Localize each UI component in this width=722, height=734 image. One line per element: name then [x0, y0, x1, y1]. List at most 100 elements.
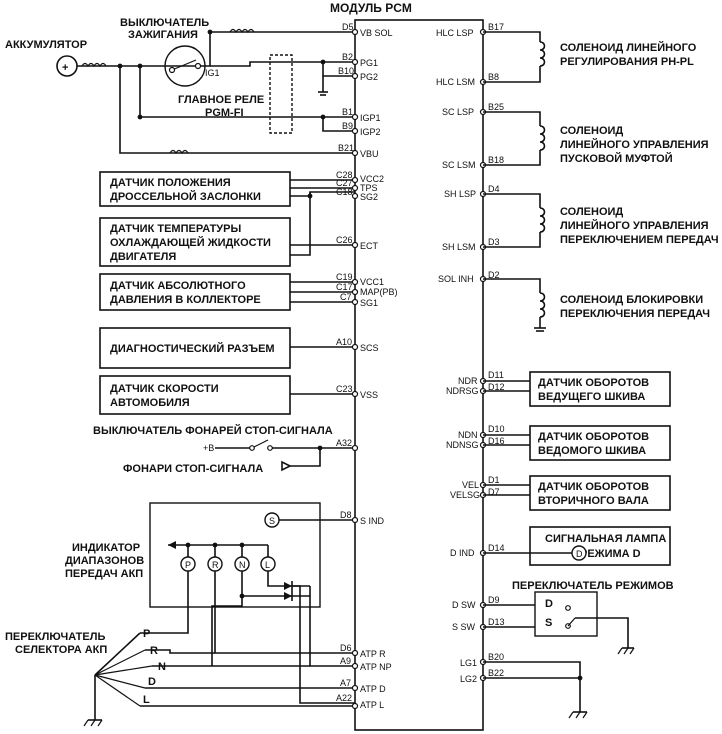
svg-text:D1: D1	[488, 475, 500, 485]
rs4-line1: СИГНАЛЬНАЯ ЛАМПА	[545, 533, 666, 545]
svg-text:SC LSP: SC LSP	[442, 107, 474, 117]
svg-text:TPS: TPS	[360, 183, 378, 193]
ect-sensor-box	[99, 217, 291, 267]
range-indicator-panel	[149, 502, 321, 608]
svg-text:D: D	[545, 598, 553, 610]
svg-text:A32: A32	[336, 438, 352, 448]
svg-text:B10: B10	[338, 66, 354, 76]
left-pin-circles	[351, 28, 359, 710]
rs1-line1: ДАТЧИК ОБОРОТОВ	[538, 377, 649, 389]
svg-text:D12: D12	[488, 382, 505, 392]
secondary-shaft-sensor-box	[529, 475, 671, 511]
svg-text:B25: B25	[488, 102, 504, 112]
vss-line2: АВТОМОБИЛЯ	[110, 397, 190, 409]
svg-text:C26: C26	[336, 235, 353, 245]
svg-text:A22: A22	[336, 693, 352, 703]
svg-text:VSS: VSS	[360, 390, 378, 400]
svg-text:D9: D9	[488, 595, 500, 605]
rs4-line2: РЕЖИМА D	[580, 548, 641, 560]
sol3-line1: СОЛЕНОИД	[560, 206, 623, 218]
svg-text:VCC2: VCC2	[360, 174, 384, 184]
svg-text:ATP NP: ATP NP	[360, 662, 392, 672]
rs2-line1: ДАТЧИК ОБОРОТОВ	[538, 431, 649, 443]
vss-line1: ДАТЧИК СКОРОСТИ	[110, 383, 219, 395]
svg-text:C19: C19	[336, 272, 353, 282]
svg-text:VCC1: VCC1	[360, 277, 384, 287]
svg-text:D3: D3	[488, 237, 500, 247]
brake-lights-label: ФОНАРИ СТОП-СИГНАЛА	[123, 463, 263, 475]
svg-text:VBU: VBU	[360, 149, 379, 159]
svg-text:D5: D5	[342, 22, 354, 32]
svg-text:D SW: D SW	[452, 600, 476, 610]
sol4-line2: ПЕРЕКЛЮЧЕНИЯ ПЕРЕДАЧ	[560, 308, 710, 320]
rs3-line1: ДАТЧИК ОБОРОТОВ	[538, 481, 649, 493]
svg-text:SOL INH: SOL INH	[438, 274, 474, 284]
svg-text:A7: A7	[340, 678, 351, 688]
svg-text:C23: C23	[336, 384, 353, 394]
svg-text:SG2: SG2	[360, 192, 378, 202]
solenoid-coil-1	[539, 41, 546, 67]
svg-text:D14: D14	[488, 543, 505, 553]
rs3-line2: ВТОРИЧНОГО ВАЛА	[538, 495, 649, 507]
module-title: МОДУЛЬ PCM	[330, 1, 412, 15]
main-relay	[269, 54, 293, 134]
indicator-label-2: ДИАПАЗОНОВ	[65, 555, 144, 567]
svg-text:D10: D10	[488, 424, 505, 434]
svg-text:D11: D11	[488, 370, 504, 380]
svg-text:B17: B17	[488, 22, 504, 32]
svg-text:D4: D4	[488, 184, 500, 194]
rs1-line2: ВЕДУЩЕГО ШКИВА	[538, 391, 645, 403]
svg-text:S IND: S IND	[360, 516, 385, 526]
svg-text:C27: C27	[336, 178, 353, 188]
svg-text:HLC LSP: HLC LSP	[436, 28, 474, 38]
solenoid-coil-2	[539, 125, 546, 151]
tps-line2: ДРОССЕЛЬНОЙ ЗАСЛОНКИ	[110, 190, 261, 203]
svg-text:MAP(PB): MAP(PB)	[360, 287, 398, 297]
svg-text:N: N	[239, 560, 246, 570]
svg-text:SC LSM: SC LSM	[442, 160, 476, 170]
sol2-line3: ПУСКОВОЙ МУФТОЙ	[560, 152, 673, 165]
selector-label-1: ПЕРЕКЛЮЧАТЕЛЬ	[5, 631, 105, 643]
relay-label-2: PGM-FI	[205, 107, 244, 119]
ect-line3: ДВИГАТЕЛЯ	[110, 251, 176, 263]
diag-connector-box	[99, 327, 291, 369]
svg-text:N: N	[158, 661, 166, 673]
svg-text:R: R	[212, 560, 219, 570]
sol4-line1: СОЛЕНОИД БЛОКИРОВКИ	[560, 294, 703, 306]
svg-text:VB SOL: VB SOL	[360, 28, 393, 38]
svg-text:A10: A10	[336, 337, 352, 347]
solenoid-coil-4	[539, 292, 546, 318]
svg-text:LG1: LG1	[460, 658, 477, 668]
rs2-line2: ВЕДОМОГО ШКИВА	[538, 445, 646, 457]
svg-text:VEL: VEL	[462, 480, 479, 490]
vss-sensor-box	[99, 375, 291, 415]
sol1-line2: РЕГУЛИРОВАНИЯ PH-PL	[560, 56, 694, 68]
svg-text:NDRSG: NDRSG	[446, 386, 479, 396]
svg-text:P: P	[185, 560, 191, 570]
svg-text:PG2: PG2	[360, 72, 378, 82]
plus-b-label: +B	[203, 443, 214, 453]
svg-text:C28: C28	[336, 170, 353, 180]
svg-text:B20: B20	[488, 652, 504, 662]
d-mode-lamp-box	[529, 526, 671, 566]
svg-text:B22: B22	[488, 668, 504, 678]
map-line2: ДАВЛЕНИЯ В КОЛЛЕКТОРЕ	[110, 294, 261, 306]
svg-text:C7: C7	[340, 292, 352, 302]
svg-text:P: P	[143, 628, 150, 640]
svg-text:A9: A9	[340, 656, 351, 666]
ignition-label-2: ЗАЖИГАНИЯ	[128, 29, 198, 41]
diag-line1: ДИАГНОСТИЧЕСКИЙ РАЗЪЕМ	[110, 342, 275, 355]
selector-label-2: СЕЛЕКТОРА АКП	[15, 644, 107, 656]
diode-2	[284, 592, 292, 600]
svg-text:L: L	[265, 560, 270, 570]
svg-text:SH LSP: SH LSP	[444, 189, 476, 199]
ect-line2: ОХЛАЖДАЮЩЕЙ ЖИДКОСТИ	[110, 236, 271, 249]
svg-text:B18: B18	[488, 155, 504, 165]
tps-line1: ДАТЧИК ПОЛОЖЕНИЯ	[110, 177, 231, 189]
svg-text:PG1: PG1	[360, 58, 378, 68]
battery-label: АККУМУЛЯТОР	[5, 39, 87, 51]
sol2-line2: ЛИНЕЙНОГО УПРАВЛЕНИЯ	[560, 138, 709, 151]
svg-text:D8: D8	[340, 510, 352, 520]
svg-text:ATP D: ATP D	[360, 684, 386, 694]
